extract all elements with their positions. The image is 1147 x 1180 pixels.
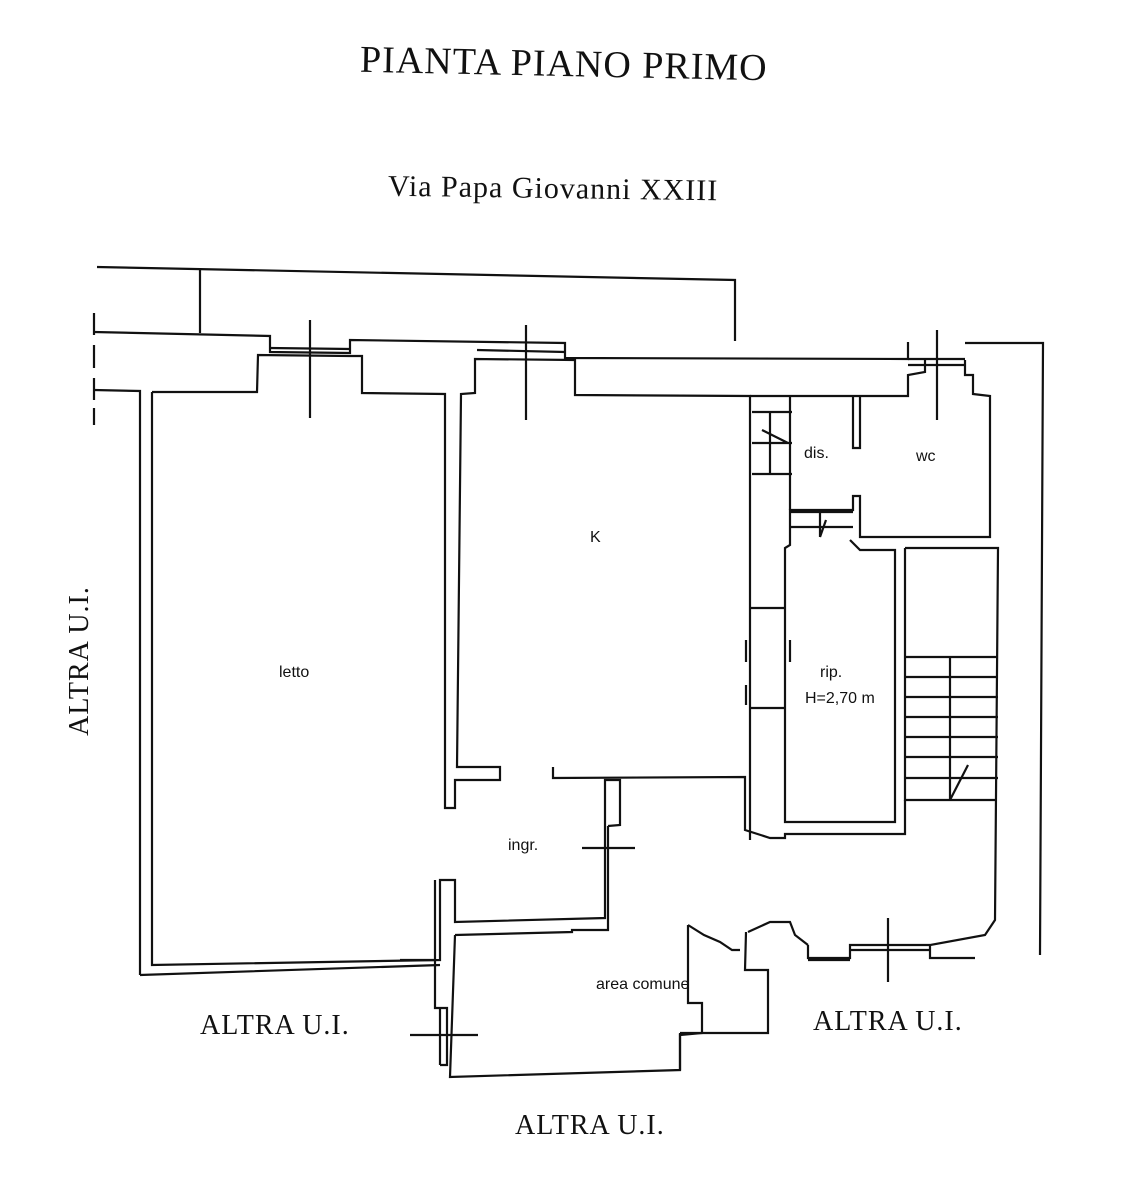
neighbor-label-bottom-left: ALTRA U.I. bbox=[200, 1010, 350, 1041]
room-label-storage-height: H=2,70 m bbox=[805, 690, 875, 707]
room-label-entrance: ingr. bbox=[508, 837, 539, 854]
room-label-bedroom: letto bbox=[279, 664, 310, 681]
neighbor-label-bottom: ALTRA U.I. bbox=[515, 1110, 665, 1141]
walls bbox=[92, 265, 1045, 1079]
room-label-common-area: area comune bbox=[596, 976, 690, 993]
neighbor-label-left: ALTRA U.I. bbox=[64, 586, 95, 736]
room-label-hallway: dis. bbox=[804, 445, 829, 462]
room-label-storage: rip. bbox=[820, 664, 843, 681]
room-label-kitchen: K bbox=[590, 529, 601, 546]
street-name: Via Papa Giovanni XXIII bbox=[387, 169, 719, 208]
page-title: PIANTA PIANO PRIMO bbox=[359, 38, 769, 90]
neighbor-label-bottom-right: ALTRA U.I. bbox=[813, 1006, 963, 1037]
room-label-bathroom: wc bbox=[916, 448, 936, 465]
